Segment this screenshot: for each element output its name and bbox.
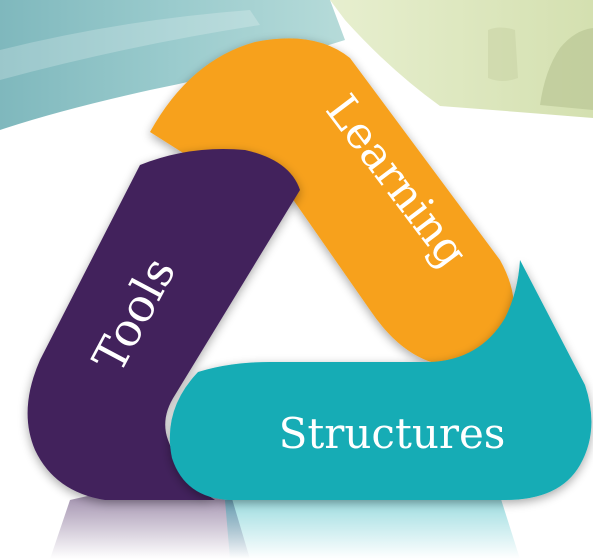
teal-band: [0, 0, 345, 130]
sage-panel: [330, 0, 593, 118]
structures-label: Structures: [279, 409, 506, 458]
structures-reflection: [225, 487, 520, 559]
cup-silhouette: [488, 27, 518, 81]
reflections: [50, 487, 520, 559]
learning-segment: [150, 38, 514, 367]
structures-segment: [169, 260, 592, 500]
hand-silhouette: [540, 28, 593, 110]
background-banner: [0, 0, 593, 130]
tools-reflection: [50, 487, 250, 559]
tools-segment: [27, 149, 300, 500]
teal-streak: [0, 10, 260, 80]
